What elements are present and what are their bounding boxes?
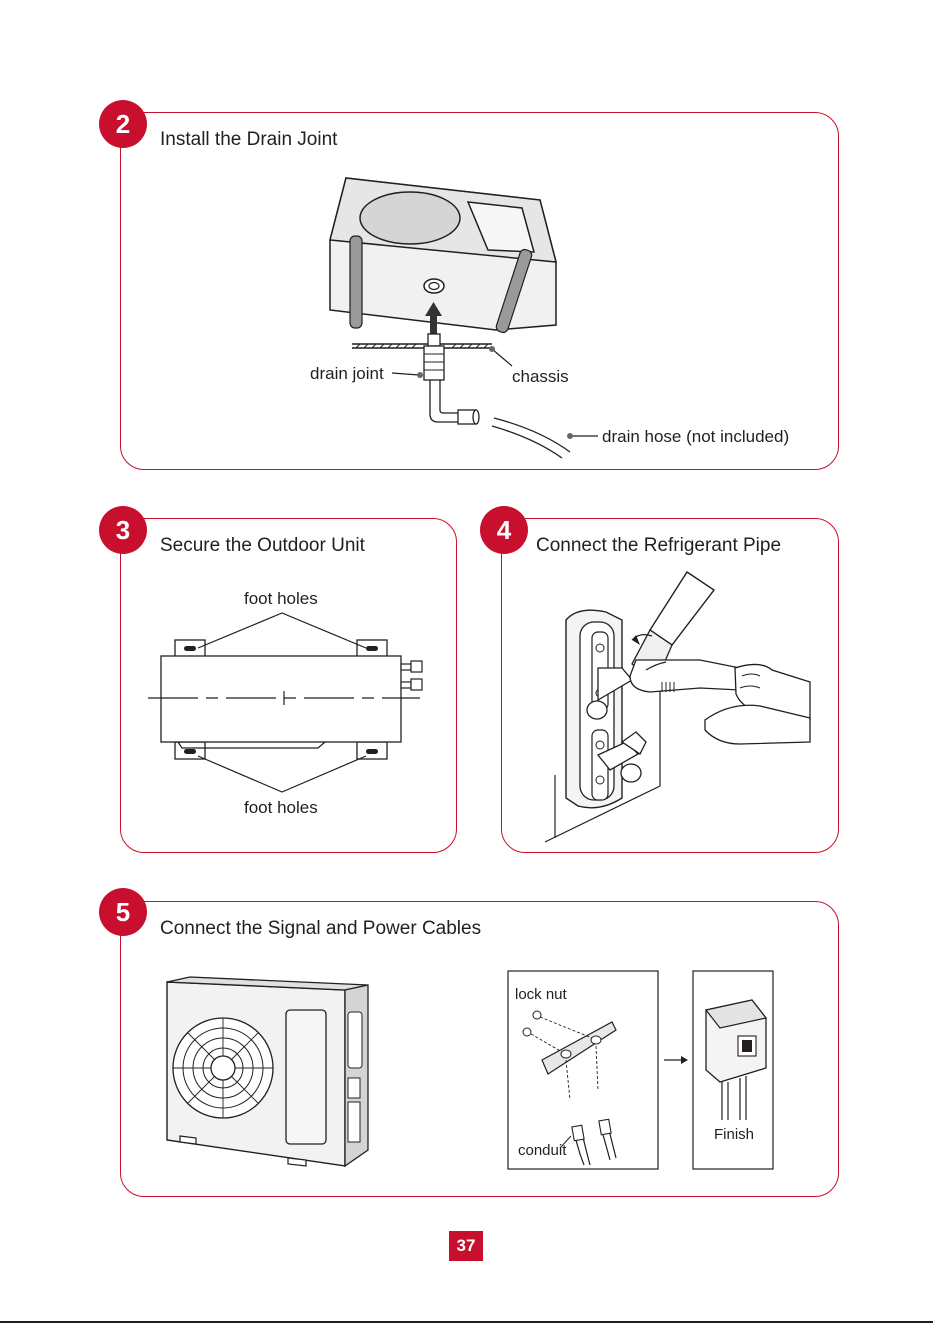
outdoor-unit-3d-illustration xyxy=(0,0,933,1200)
bottom-rule xyxy=(0,1321,933,1323)
conduit-label: conduit xyxy=(518,1142,566,1159)
lock-nut-label: lock nut xyxy=(515,986,567,1003)
finish-label: Finish xyxy=(714,1126,754,1143)
page-number: 37 xyxy=(449,1231,483,1261)
